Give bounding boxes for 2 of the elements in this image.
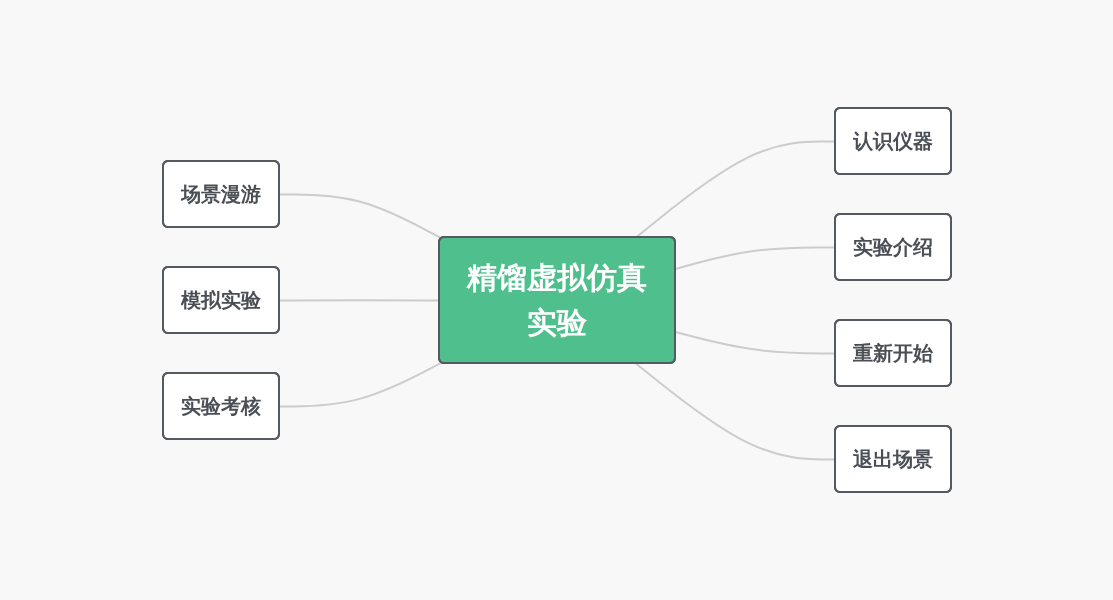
connector	[278, 193, 443, 240]
connector	[278, 361, 443, 408]
